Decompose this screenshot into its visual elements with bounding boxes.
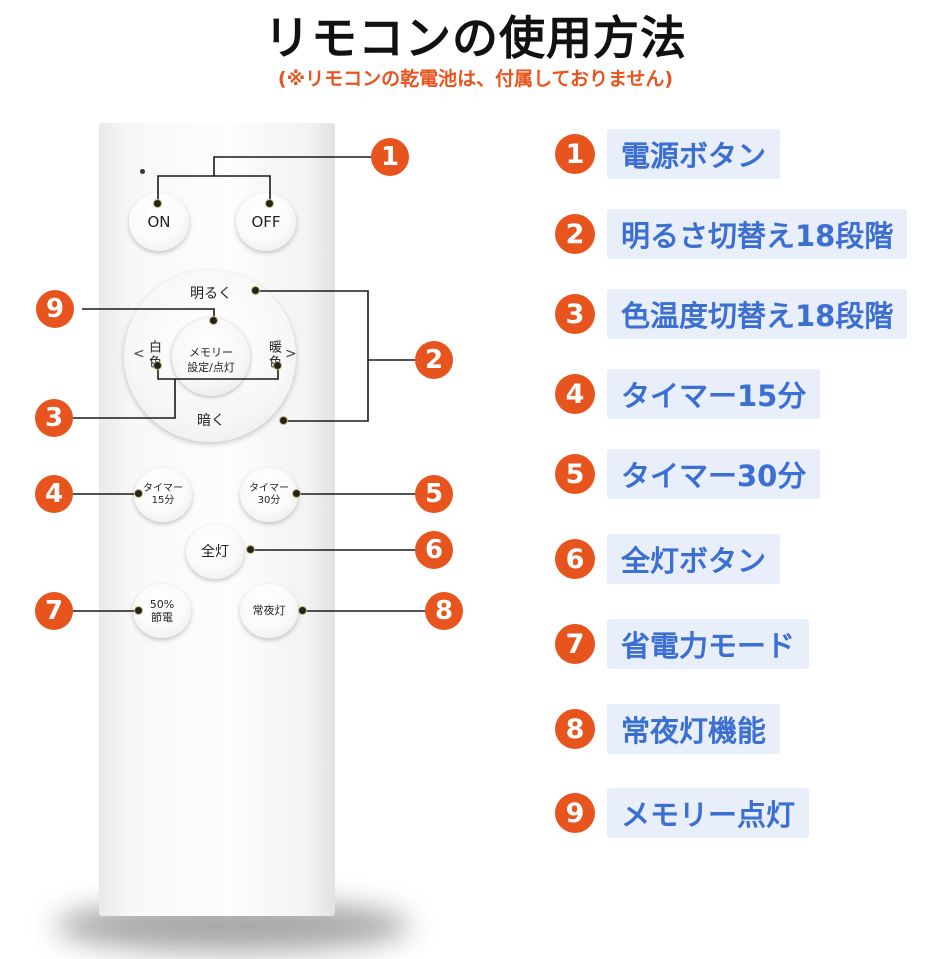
marker-dot xyxy=(247,546,254,553)
callout-3: 3 xyxy=(35,399,73,437)
legend-number: 7 xyxy=(555,624,595,664)
legend-number: 5 xyxy=(555,454,595,494)
timer-15-label-line1: タイマー xyxy=(143,483,183,494)
legend-label: メモリー点灯 xyxy=(607,788,810,838)
legend-label: 電源ボタン xyxy=(607,129,781,179)
marker-dot xyxy=(154,362,161,369)
callout-2: 2 xyxy=(415,341,453,379)
full-light-label: 全灯 xyxy=(201,543,229,560)
indicator-led xyxy=(140,169,145,174)
legend-number: 4 xyxy=(555,374,595,414)
legend-number: 3 xyxy=(555,294,595,334)
brighter-button[interactable]: 明るく xyxy=(190,286,232,302)
timer-30-label-line1: タイマー xyxy=(249,483,289,494)
callout-1: 1 xyxy=(371,138,409,176)
eco-label-line1: 50% xyxy=(149,597,175,611)
full-light-button[interactable]: 全灯 xyxy=(186,525,244,579)
legend-label: タイマー30分 xyxy=(607,449,821,499)
marker-dot xyxy=(266,200,273,207)
timer-15-label-line2: 15分 xyxy=(151,495,175,506)
legend-label: 明るさ切替え18段階 xyxy=(607,209,908,259)
night-light-label: 常夜灯 xyxy=(252,604,286,618)
callout-7: 7 xyxy=(35,592,73,630)
night-light-button[interactable]: 常夜灯 xyxy=(240,584,298,638)
memory-button[interactable]: メモリー 設定/点灯 xyxy=(172,318,250,396)
on-label: ON xyxy=(147,213,171,231)
marker-dot xyxy=(154,200,161,207)
line-1-stem xyxy=(213,156,378,176)
callout-5: 5 xyxy=(415,475,453,513)
darker-button[interactable]: 暗く xyxy=(197,413,225,429)
marker-dot xyxy=(299,607,306,614)
page-title: リモコンの使用方法 xyxy=(264,11,687,65)
line-2 xyxy=(256,290,369,422)
marker-dot xyxy=(135,490,142,497)
timer-15-button[interactable]: タイマー 15分 xyxy=(134,468,192,522)
line-1 xyxy=(157,175,271,204)
legend-label: タイマー15分 xyxy=(607,369,821,419)
eco-label-line2: 節電 xyxy=(151,611,173,624)
legend-number: 8 xyxy=(555,709,595,749)
memory-label-line1: メモリー xyxy=(189,346,233,360)
marker-dot xyxy=(274,362,281,369)
marker-dot xyxy=(135,607,142,614)
legend-label: 全灯ボタン xyxy=(607,534,781,584)
off-label: OFF xyxy=(251,213,281,231)
callout-9: 9 xyxy=(36,290,74,328)
legend-number: 2 xyxy=(555,214,595,254)
callout-8: 8 xyxy=(425,592,463,630)
line-3 xyxy=(157,366,279,380)
remote-body xyxy=(99,123,335,916)
right-arrow-icon: > xyxy=(285,346,297,362)
legend-number: 1 xyxy=(555,134,595,174)
marker-dot xyxy=(280,417,287,424)
legend-number: 9 xyxy=(555,793,595,833)
legend-label: 色温度切替え18段階 xyxy=(607,289,908,339)
callout-6: 6 xyxy=(415,531,453,569)
timer-30-button[interactable]: タイマー 30分 xyxy=(240,468,298,522)
page-subtitle: (※リモコンの乾電池は、付属しておりません) xyxy=(277,68,674,90)
callout-4: 4 xyxy=(35,475,73,513)
left-arrow-icon: < xyxy=(133,346,145,362)
legend-label: 省電力モード xyxy=(607,619,810,669)
legend-number: 6 xyxy=(555,539,595,579)
timer-30-label-line2: 30分 xyxy=(257,495,281,506)
marker-dot xyxy=(252,287,259,294)
line-3-stem xyxy=(73,379,176,419)
legend-label: 常夜灯機能 xyxy=(607,704,781,754)
marker-dot xyxy=(293,490,300,497)
memory-label-line2: 設定/点灯 xyxy=(187,361,235,374)
marker-dot xyxy=(210,317,217,324)
eco-button[interactable]: 50% 節電 xyxy=(133,584,191,638)
line-9 xyxy=(82,308,215,322)
